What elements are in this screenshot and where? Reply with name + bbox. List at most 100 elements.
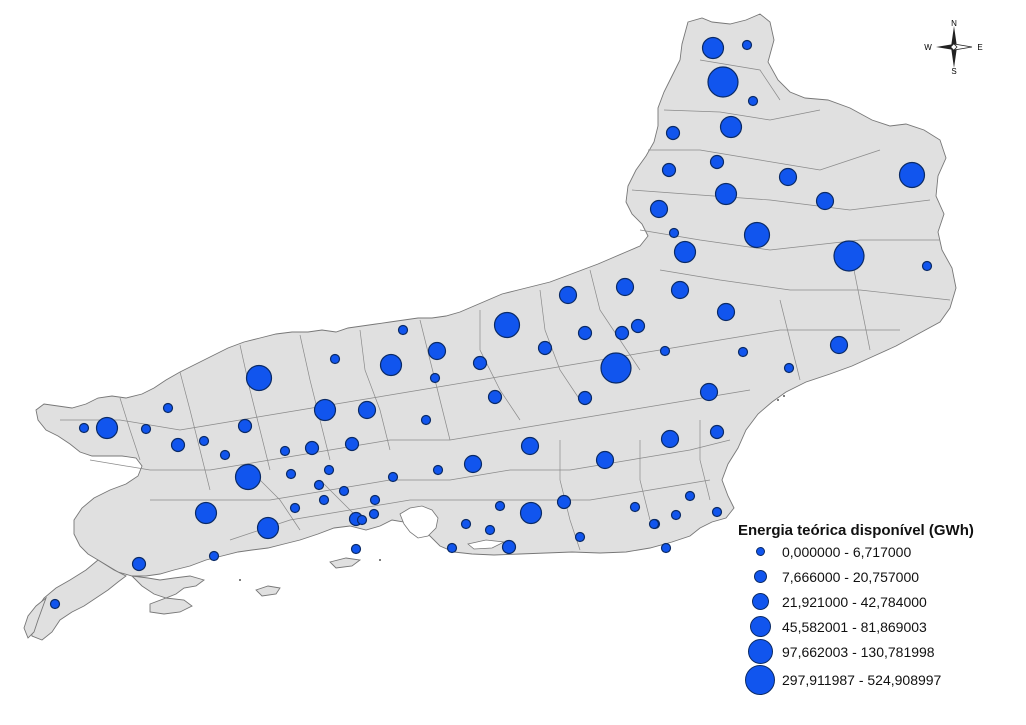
- energy-symbol: [49, 598, 61, 610]
- legend-label: 97,662003 - 130,781998: [782, 643, 935, 660]
- energy-symbol: [778, 167, 798, 187]
- energy-symbol: [95, 416, 119, 440]
- compass-n: N: [951, 20, 957, 28]
- compass-w: W: [924, 43, 932, 52]
- legend-circle-icon: [745, 665, 775, 695]
- legend-item: 297,911987 - 524,908997: [738, 664, 1026, 696]
- energy-symbol: [323, 464, 335, 476]
- energy-symbol: [595, 450, 615, 470]
- coastal-dot: [783, 395, 785, 397]
- energy-symbol: [463, 454, 483, 474]
- energy-symbol: [285, 468, 297, 480]
- coastal-dots: [239, 395, 785, 581]
- island-3: [329, 557, 362, 569]
- energy-symbol: [520, 436, 540, 456]
- energy-symbol: [245, 364, 273, 392]
- energy-symbol: [556, 494, 572, 510]
- energy-symbol: [815, 191, 835, 211]
- energy-symbol: [194, 501, 218, 525]
- energy-symbol: [716, 302, 736, 322]
- energy-symbol: [574, 531, 586, 543]
- energy-symbol: [350, 543, 362, 555]
- island-2: [255, 585, 281, 597]
- energy-symbol: [162, 402, 174, 414]
- legend-item: 0,000000 - 6,717000: [738, 539, 1026, 564]
- legend-symbol: [738, 616, 782, 637]
- energy-symbol: [829, 335, 849, 355]
- energy-symbol: [709, 424, 725, 440]
- energy-symbol: [659, 345, 671, 357]
- legend-circle-icon: [751, 593, 769, 610]
- energy-symbol: [719, 115, 743, 139]
- legend-title: Energia teórica disponível (GWh): [738, 522, 974, 539]
- legend-circle-icon: [755, 547, 765, 556]
- legend-label: 7,666000 - 20,757000: [782, 568, 920, 585]
- bay: [399, 505, 439, 539]
- energy-symbol: [600, 352, 632, 384]
- coastal-dot: [777, 399, 779, 401]
- energy-symbol: [577, 390, 593, 406]
- energy-symbol: [741, 39, 753, 51]
- state-west-tip: [23, 596, 47, 639]
- legend-label: 45,582001 - 81,869003: [782, 618, 927, 635]
- energy-symbol: [684, 490, 696, 502]
- energy-symbol: [648, 518, 660, 530]
- energy-symbol: [833, 240, 865, 272]
- energy-symbol: [446, 542, 458, 554]
- state-southwest-peninsula: [29, 559, 127, 641]
- energy-symbol: [368, 508, 380, 520]
- legend-symbol: [738, 593, 782, 610]
- energy-symbol: [665, 125, 681, 141]
- energy-symbol: [615, 277, 635, 297]
- coastal-dot: [239, 579, 241, 581]
- energy-symbol: [660, 542, 672, 554]
- legend-circle-icon: [753, 570, 767, 583]
- energy-symbol: [429, 372, 441, 384]
- proportional-symbols: [49, 36, 933, 610]
- legend-item: 45,582001 - 81,869003: [738, 614, 1026, 639]
- energy-symbol: [614, 325, 630, 341]
- energy-symbol: [420, 414, 432, 426]
- energy-symbol: [427, 341, 447, 361]
- energy-symbol: [304, 440, 320, 456]
- energy-symbol: [921, 260, 933, 272]
- legend-item: 21,921000 - 42,784000: [738, 589, 1026, 614]
- island-1: [149, 597, 193, 615]
- legend-symbol: [738, 570, 782, 583]
- energy-symbol: [131, 556, 147, 572]
- energy-symbol: [494, 500, 506, 512]
- state-landmass: [35, 13, 957, 577]
- energy-symbol: [577, 325, 593, 341]
- state-south-spur: [130, 575, 205, 599]
- compass-s: S: [951, 67, 956, 74]
- energy-symbol: [898, 161, 926, 189]
- energy-symbol: [537, 340, 553, 356]
- energy-symbol: [237, 418, 253, 434]
- energy-symbol: [699, 382, 719, 402]
- energy-symbol: [219, 449, 231, 461]
- energy-symbol: [487, 389, 503, 405]
- energy-symbol: [558, 285, 578, 305]
- energy-symbol: [78, 422, 90, 434]
- legend: Energia teórica disponível (GWh) 0,00000…: [738, 522, 1026, 696]
- energy-symbol: [673, 240, 697, 264]
- legend-circle-icon: [749, 616, 771, 637]
- energy-symbol: [484, 524, 496, 536]
- energy-symbol: [369, 494, 381, 506]
- energy-symbol: [783, 362, 795, 374]
- legend-rows: 0,000000 - 6,717000 7,666000 - 20,757000 2…: [738, 539, 1026, 696]
- energy-symbol: [660, 429, 680, 449]
- energy-symbol: [661, 162, 677, 178]
- energy-symbol: [338, 485, 350, 497]
- legend-item: 7,666000 - 20,757000: [738, 564, 1026, 589]
- energy-symbol: [493, 311, 521, 339]
- energy-symbol: [711, 506, 723, 518]
- legend-symbol: [738, 639, 782, 664]
- coastal-dot: [379, 559, 381, 561]
- energy-symbol: [709, 154, 725, 170]
- energy-symbol: [707, 66, 739, 98]
- energy-symbol: [387, 471, 399, 483]
- energy-symbol: [670, 509, 682, 521]
- energy-symbol: [737, 346, 749, 358]
